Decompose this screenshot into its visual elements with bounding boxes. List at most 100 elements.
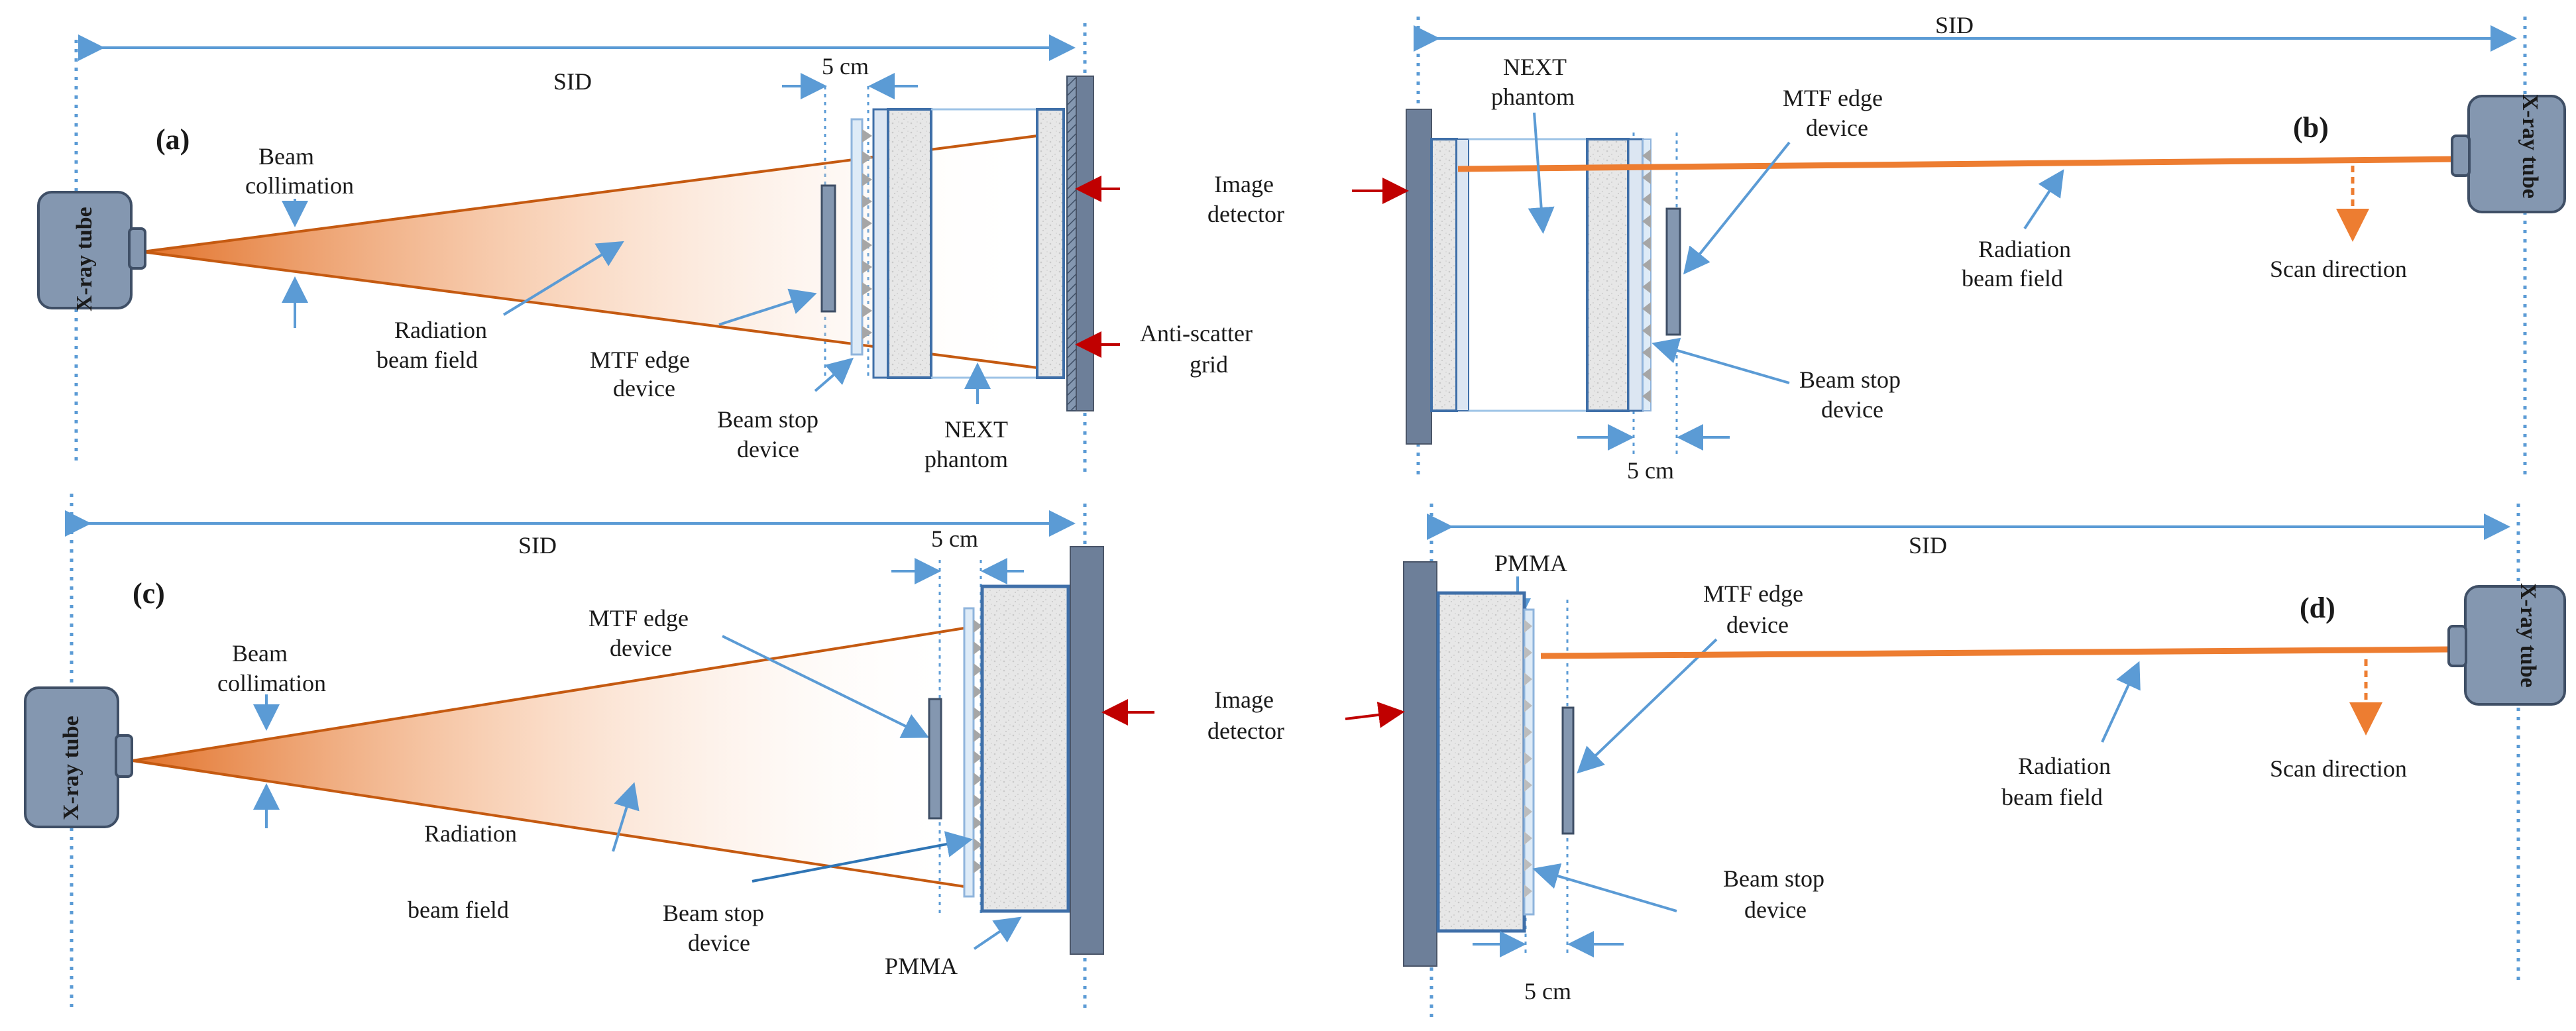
radiation-label: Radiation	[2018, 753, 2111, 779]
panel-letter-d: (d)	[2300, 592, 2335, 624]
detector-label-2: detector	[1207, 201, 1284, 227]
sid-label: SID	[518, 532, 557, 559]
panel-d: SID PMMA Image detector MTF edge device	[1207, 504, 2566, 1020]
image-detector	[1070, 546, 1104, 955]
five-cm-label: 5 cm	[931, 525, 978, 552]
beam-stop-teeth	[1524, 620, 1532, 898]
beam-stop-arrow	[752, 831, 973, 883]
mtf-label-2: device	[1806, 115, 1868, 141]
beam-stop-teeth	[974, 620, 982, 873]
radiation-label: Radiation	[1978, 236, 2071, 262]
radiation-label-2: beam field	[2001, 784, 2103, 810]
radiation-label-2: beam field	[408, 896, 509, 923]
detector-label: Image	[1214, 171, 1274, 197]
radiation-arrow	[502, 241, 624, 316]
anti-scatter-label: Anti-scatter	[1140, 320, 1253, 347]
sid-label: SID	[553, 68, 592, 95]
scan-direction-label: Scan direction	[2270, 256, 2407, 282]
beam-stop-label: Beam stop	[663, 900, 764, 926]
five-cm-label: 5 cm	[822, 53, 869, 80]
beam-stop-teeth	[862, 129, 872, 339]
radiation-arrow	[612, 782, 640, 852]
xray-tube: X-ray tube	[24, 686, 133, 828]
phantom-arrow	[1528, 112, 1555, 234]
five-cm-label: 5 cm	[1524, 978, 1571, 1004]
beam-stop-label-2: device	[1744, 896, 1807, 923]
beam-collimation-label-2: collimation	[245, 172, 354, 199]
panel-b: SID Image detector	[1207, 12, 2566, 484]
pmma-block	[980, 584, 1070, 913]
radiation-label-2: beam field	[1962, 265, 2063, 292]
mtf-edge-device	[1665, 207, 1681, 336]
five-cm-label: 5 cm	[1627, 457, 1674, 484]
mtf-edge-device	[1561, 706, 1575, 835]
beam-edge-top	[132, 627, 965, 762]
phantom-label-2: phantom	[1491, 83, 1575, 110]
beam-stop-label-2: device	[688, 930, 750, 956]
scan-direction-label: Scan direction	[2270, 755, 2407, 782]
radiation-beam-line	[1540, 646, 2456, 659]
xray-tube-label: X-ray tube	[72, 207, 97, 311]
sid-label: SID	[1935, 12, 1974, 38]
beam-stop-label-2: device	[1821, 396, 1883, 423]
radiation-label: Radiation	[424, 820, 517, 847]
xray-tube-label: X-ray tube	[2518, 94, 2542, 199]
beam-stop-label-2: device	[737, 436, 799, 462]
image-detector	[1076, 76, 1094, 411]
xray-tube: X-ray tube	[2451, 94, 2566, 213]
detector-arrow-red	[1345, 702, 1405, 728]
phantom-label: NEXT	[1503, 54, 1567, 80]
anti-scatter-grid	[1066, 76, 1077, 411]
xray-tube-label: X-ray tube	[2516, 583, 2540, 688]
mtf-label-2: device	[613, 375, 675, 402]
beam-stop-arrow	[1532, 863, 1677, 912]
panel-a: SID 5 cm X-ray tube (a) Beam collimation…	[37, 23, 1253, 477]
beam-stop-label: Beam stop	[717, 406, 818, 433]
sid-label: SID	[1909, 532, 1947, 559]
beam-stop-arrow	[814, 357, 854, 392]
detector-label-2: detector	[1207, 718, 1284, 744]
radiation-fan	[133, 628, 964, 887]
mtf-label-2: device	[1726, 612, 1789, 638]
beam-stop-device	[963, 607, 975, 898]
mtf-arrow	[1577, 638, 1718, 774]
beam-collimation-label-2: collimation	[217, 670, 326, 696]
mtf-label-2: device	[610, 635, 672, 661]
beam-stop-arrow	[1652, 337, 1790, 384]
mtf-label: MTF edge	[590, 347, 690, 373]
mtf-arrow	[722, 635, 930, 738]
mtf-arrow	[1683, 141, 1791, 275]
mtf-label: MTF edge	[1703, 580, 1803, 607]
beam-stop-device	[1642, 138, 1652, 411]
beam-stop-label: Beam stop	[1799, 366, 1901, 393]
beam-edge-bottom	[132, 759, 965, 888]
mtf-edge-device	[928, 698, 942, 820]
detector-label: Image	[1214, 686, 1274, 713]
phantom-label: NEXT	[944, 416, 1008, 443]
beam-stop-device	[850, 118, 864, 356]
panel-letter-c: (c)	[133, 577, 165, 610]
mtf-edge-device	[820, 184, 836, 313]
beam-collimation-label: Beam	[232, 640, 288, 667]
phantom-label-2: phantom	[924, 446, 1008, 472]
pmma-arrow	[973, 916, 1022, 950]
xray-tube: X-ray tube	[2447, 583, 2566, 706]
panel-letter-a: (a)	[156, 123, 190, 156]
radiation-label-2: beam field	[376, 347, 478, 373]
pmma-label: PMMA	[1494, 550, 1567, 576]
radiation-label: Radiation	[394, 317, 487, 343]
panel-c: SID 5 cm X-ray tube (c) Beam collimation…	[24, 494, 1154, 1014]
beam-stop-label: Beam stop	[1723, 865, 1824, 892]
image-detector	[1403, 561, 1437, 967]
panel-letter-b: (b)	[2293, 111, 2329, 144]
image-detector	[1406, 109, 1432, 445]
mtf-arrow	[718, 288, 817, 326]
xray-tube-label: X-ray tube	[59, 716, 84, 820]
next-phantom	[1430, 138, 1644, 412]
xray-tube: X-ray tube	[37, 191, 146, 311]
pmma-block	[1436, 591, 1526, 933]
beam-collimation-label: Beam	[258, 143, 314, 170]
radiation-arrow	[2023, 169, 2064, 230]
radiation-beam-line	[1457, 156, 2466, 172]
